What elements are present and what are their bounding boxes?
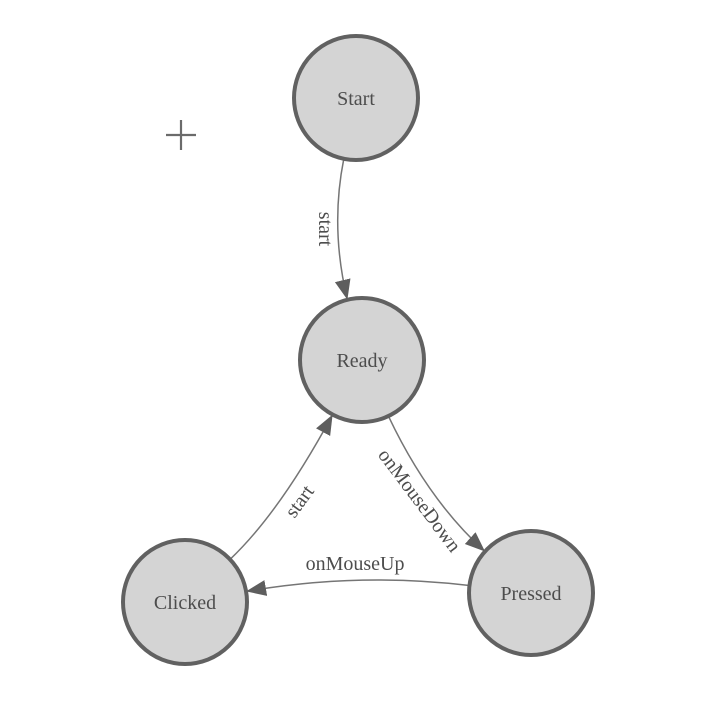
edge-label-pressed-to-clicked: onMouseUp bbox=[306, 553, 405, 575]
state-node-ready[interactable]: Ready bbox=[298, 296, 426, 424]
transition-ready-to-pressed[interactable]: onMouseDown bbox=[373, 415, 486, 557]
state-node-start[interactable]: Start bbox=[292, 34, 420, 162]
node-circle-start[interactable] bbox=[292, 34, 420, 162]
plus-cursor-icon bbox=[166, 120, 196, 150]
transition-pressed-to-clicked[interactable]: onMouseUp bbox=[245, 553, 470, 596]
edge-line-ready-to-pressed[interactable] bbox=[387, 415, 486, 553]
node-label-clicked: Clicked bbox=[154, 592, 216, 614]
state-node-clicked[interactable]: Clicked bbox=[121, 538, 249, 666]
transition-clicked-to-ready[interactable]: start bbox=[229, 414, 334, 560]
edge-label-ready-to-pressed: onMouseDown bbox=[373, 445, 465, 557]
node-label-pressed: Pressed bbox=[500, 583, 561, 605]
state-node-pressed[interactable]: Pressed bbox=[467, 529, 595, 657]
edge-label-start-to-ready: start bbox=[314, 212, 336, 247]
transition-start-to-ready[interactable]: start bbox=[314, 158, 351, 300]
node-label-start: Start bbox=[337, 88, 375, 110]
edge-line-clicked-to-ready[interactable] bbox=[229, 414, 334, 560]
node-circle-ready[interactable] bbox=[298, 296, 426, 424]
node-circle-clicked[interactable] bbox=[121, 538, 249, 666]
node-circle-pressed[interactable] bbox=[467, 529, 595, 657]
node-label-ready: Ready bbox=[336, 350, 387, 372]
edge-line-start-to-ready[interactable] bbox=[334, 158, 351, 300]
edge-line-pressed-to-clicked[interactable] bbox=[245, 579, 470, 596]
edge-label-clicked-to-ready: start bbox=[281, 481, 319, 522]
